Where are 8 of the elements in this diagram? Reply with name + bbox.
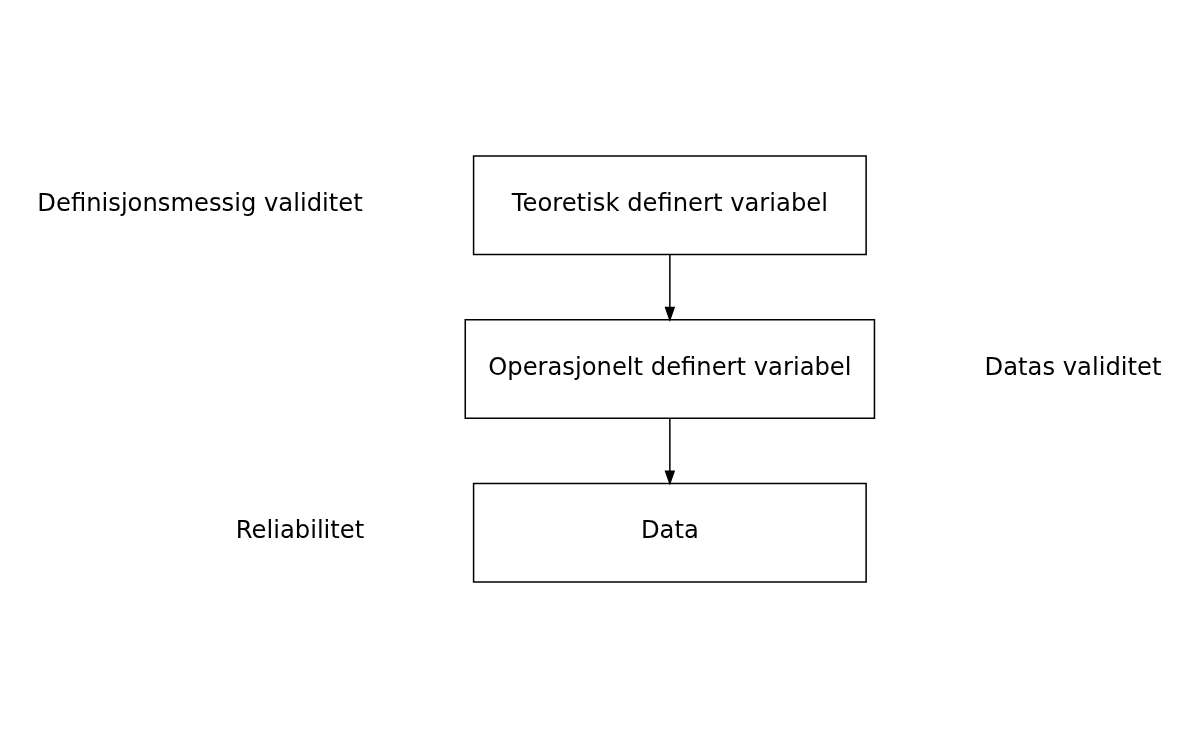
- label: Definisjonsmessig validitet: [37, 188, 363, 218]
- label: Reliabilitet: [235, 515, 365, 545]
- node-box: Operasjonelt definert variabel: [464, 319, 876, 419]
- arrow: [664, 253, 676, 322]
- node-box: Teoretisk definert variabel: [472, 155, 867, 256]
- arrow: [664, 417, 676, 486]
- label: Datas validitet: [984, 351, 1162, 381]
- node-box: Data: [472, 482, 867, 583]
